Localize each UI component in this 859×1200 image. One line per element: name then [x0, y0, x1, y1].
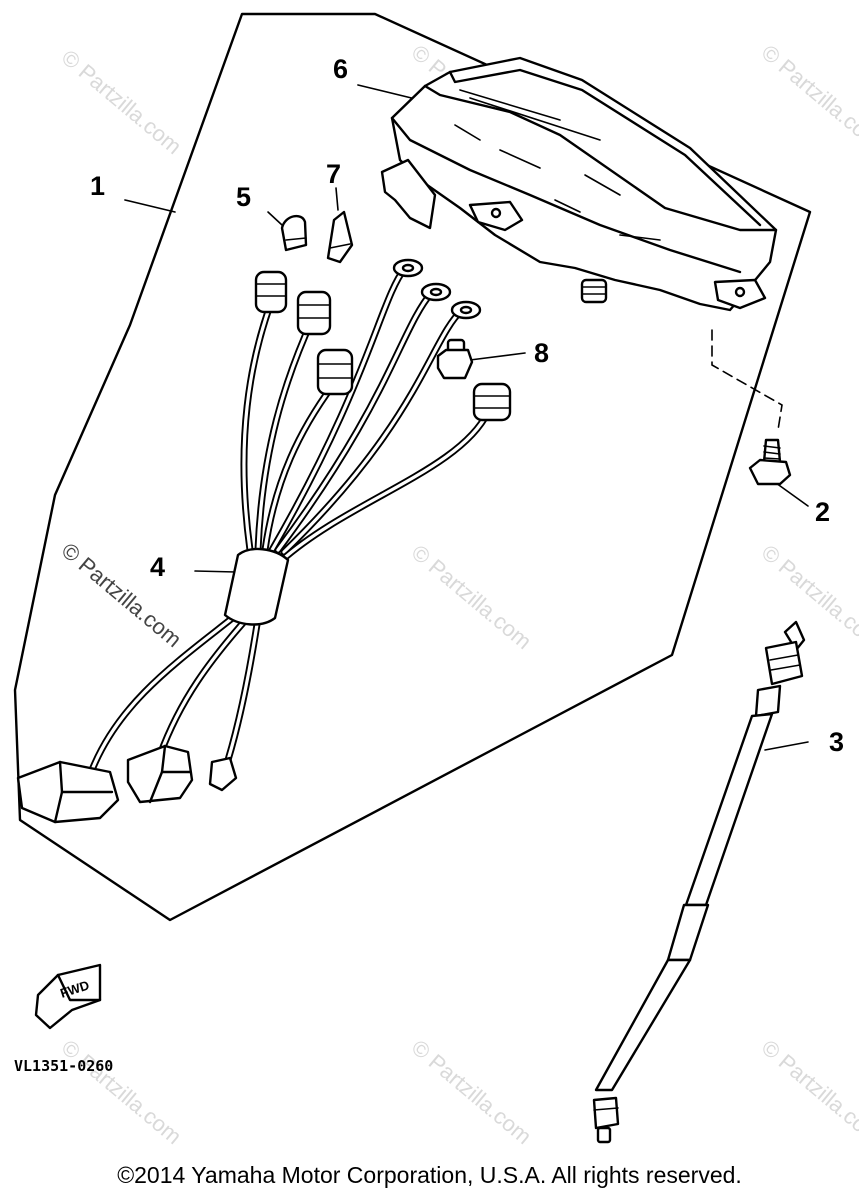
callout-5: 5 — [236, 182, 251, 212]
fwd-arrow-icon: FWD — [34, 963, 102, 1030]
harness-sleeve — [223, 547, 290, 626]
watermark: © Partzilla.com — [757, 1035, 859, 1149]
connectors — [16, 744, 238, 824]
watermark: © Partzilla.com — [757, 40, 859, 154]
wedge-bulb — [326, 210, 354, 264]
bulb-sockets — [254, 270, 512, 422]
callout-3: 3 — [829, 727, 844, 757]
watermark-dark: © Partzilla.com — [57, 538, 187, 652]
copyright-notice: ©2014 Yamaha Motor Corporation, U.S.A. A… — [117, 1162, 742, 1188]
watermark: © Partzilla.com — [757, 540, 859, 654]
watermark: © Partzilla.com — [407, 540, 537, 654]
harness-wires — [88, 264, 492, 774]
watermark: © Partzilla.com — [57, 45, 187, 159]
watermark: © Partzilla.com — [57, 1035, 187, 1149]
grommet — [436, 338, 474, 380]
bulb — [280, 214, 308, 252]
diagram-code: VL1351-0260 — [14, 1057, 113, 1075]
callout-4: 4 — [150, 552, 165, 582]
callout-1: 1 — [90, 171, 105, 201]
callout-6: 6 — [333, 54, 348, 84]
wire-harness — [16, 258, 512, 824]
speedometer-cable — [592, 620, 806, 1144]
screw — [748, 438, 792, 486]
callout-2: 2 — [815, 497, 830, 527]
callout-7: 7 — [326, 159, 341, 189]
callout-8: 8 — [534, 338, 549, 368]
ring-terminals — [392, 258, 482, 320]
speedometer-unit — [380, 56, 778, 312]
watermark: © Partzilla.com — [407, 1035, 537, 1149]
